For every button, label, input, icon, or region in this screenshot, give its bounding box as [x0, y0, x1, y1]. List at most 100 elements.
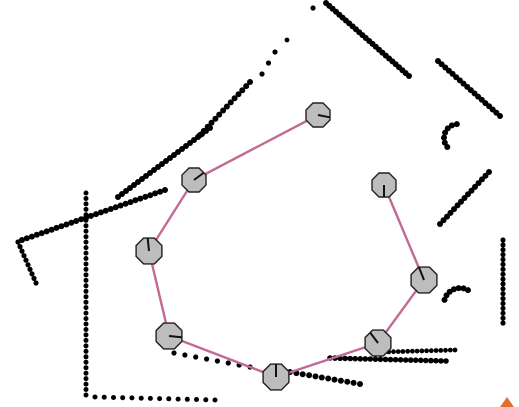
dot: [382, 356, 389, 363]
dot: [83, 266, 89, 272]
dot: [83, 365, 89, 371]
dot: [97, 209, 104, 216]
dot: [235, 91, 242, 98]
path-node[interactable]: [262, 363, 290, 391]
dot: [214, 358, 220, 364]
dot: [83, 348, 89, 354]
dot: [83, 305, 89, 311]
path-node[interactable]: [135, 237, 163, 265]
dot: [147, 192, 154, 199]
dot: [152, 190, 159, 197]
path-nodes[interactable]: [135, 102, 438, 391]
dot: [441, 139, 448, 146]
dot: [310, 5, 316, 11]
dot: [500, 300, 506, 307]
node-direction-tick: [146, 238, 150, 252]
dot: [83, 212, 89, 218]
node-direction-tick: [317, 114, 330, 119]
dot: [203, 397, 209, 403]
path-node[interactable]: [364, 329, 392, 357]
dot: [83, 294, 89, 300]
dot: [500, 237, 506, 243]
dot: [362, 356, 369, 362]
path-node[interactable]: [410, 266, 438, 294]
dot: [392, 356, 399, 363]
dot: [500, 310, 506, 316]
dot: [28, 233, 35, 240]
dot: [500, 252, 506, 258]
dot: [410, 348, 415, 354]
dot: [208, 119, 215, 126]
dot: [433, 357, 439, 364]
dot: [441, 296, 448, 303]
dot: [500, 320, 506, 326]
dot: [21, 253, 27, 259]
dot: [193, 354, 199, 360]
dot: [259, 71, 265, 77]
dot: [83, 277, 89, 283]
dot: [443, 347, 448, 353]
dot: [83, 321, 89, 327]
dot: [33, 280, 39, 286]
dot: [83, 206, 89, 212]
dot: [83, 316, 89, 322]
dot: [406, 73, 412, 79]
dot: [83, 359, 89, 365]
dot: [83, 234, 89, 240]
dot: [325, 375, 332, 382]
dot: [452, 347, 458, 353]
dot: [407, 357, 414, 363]
dot: [223, 103, 230, 110]
dot: [500, 271, 506, 277]
dot: [500, 242, 506, 248]
dot: [225, 360, 231, 366]
dot: [120, 395, 126, 401]
dot: [231, 95, 238, 102]
dot: [497, 113, 503, 119]
dot: [441, 134, 447, 141]
dot: [58, 223, 65, 230]
dot: [78, 216, 85, 223]
dot: [83, 261, 89, 267]
dot: [387, 356, 394, 363]
path-node[interactable]: [371, 172, 397, 198]
dot: [243, 83, 250, 90]
dot: [83, 288, 89, 294]
dot: [92, 394, 98, 400]
path-node[interactable]: [181, 167, 207, 193]
path-node[interactable]: [155, 322, 183, 350]
dot: [83, 217, 89, 223]
dot: [453, 121, 460, 128]
path-node[interactable]: [305, 102, 331, 128]
dot: [460, 285, 467, 292]
dot: [147, 395, 153, 401]
dot: [450, 286, 457, 293]
dot: [83, 196, 89, 201]
dot: [306, 372, 313, 379]
dot: [194, 397, 199, 402]
dot: [265, 60, 272, 66]
dot: [437, 221, 443, 227]
corner-marker-icon: [500, 397, 514, 407]
dot-field: [15, 0, 506, 403]
dot: [83, 256, 89, 261]
dot: [500, 286, 506, 292]
dot: [412, 357, 419, 364]
dot: [272, 49, 278, 55]
dot: [27, 266, 33, 272]
dot: [157, 396, 163, 402]
dot: [204, 356, 210, 362]
dot: [111, 395, 116, 400]
dot: [63, 221, 70, 228]
dot: [83, 250, 89, 256]
dot: [438, 348, 444, 353]
dot: [48, 226, 55, 233]
dot: [83, 239, 89, 245]
dot: [397, 357, 404, 363]
dot: [23, 235, 30, 242]
dot: [166, 396, 172, 402]
dot: [405, 348, 411, 354]
dot: [83, 228, 89, 234]
dot: [400, 349, 406, 354]
